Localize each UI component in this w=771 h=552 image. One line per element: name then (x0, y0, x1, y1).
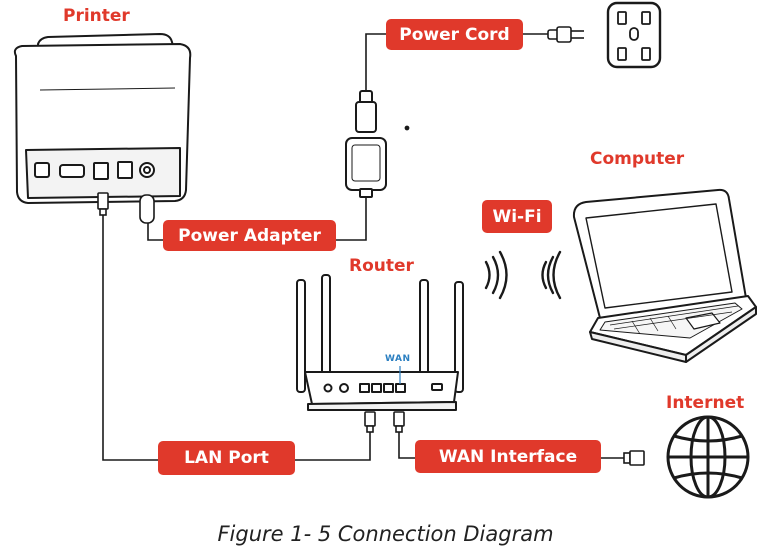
figure-caption: Figure 1- 5 Connection Diagram (217, 522, 554, 546)
router-illustration (296, 274, 464, 411)
wall-plug (547, 26, 584, 43)
laptop-illustration (572, 188, 757, 363)
internet-cable-plug (623, 450, 645, 466)
power-adapter-badge: Power Adapter (163, 220, 336, 251)
router-cable-plugs (364, 411, 405, 433)
globe-icon (666, 415, 750, 499)
wall-socket-icon (606, 1, 662, 69)
wifi-signal-icon (484, 250, 562, 300)
router-wan-port-label: WAN (385, 354, 411, 364)
printer-title: Printer (63, 6, 130, 26)
computer-title: Computer (590, 149, 685, 169)
internet-title: Internet (666, 393, 745, 413)
printer-illustration (13, 33, 192, 204)
lan-port-badge: LAN Port (158, 441, 295, 475)
power-adapter-illustration (345, 90, 410, 198)
wifi-badge: Wi-Fi (482, 200, 552, 233)
router-title: Router (349, 256, 414, 276)
printer-connectors (97, 192, 155, 224)
power-cord-badge: Power Cord (386, 19, 523, 50)
laptop-keyboard-grid (609, 305, 739, 335)
wan-interface-badge: WAN Interface (415, 440, 601, 473)
